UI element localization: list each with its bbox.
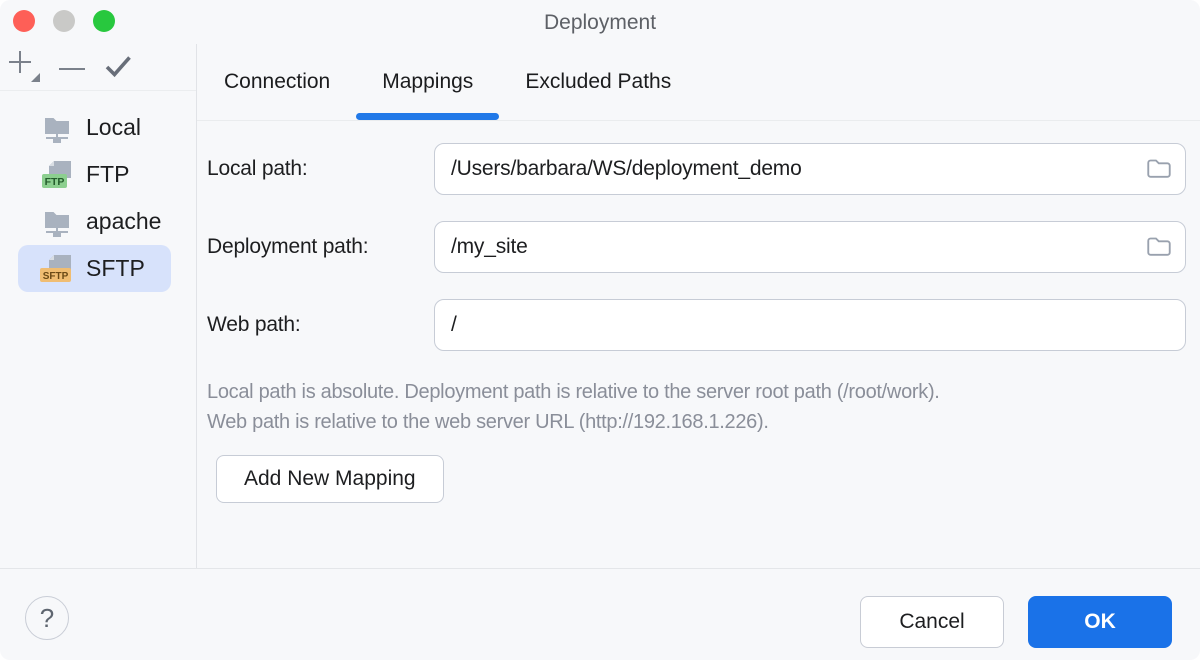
- ftp-file-icon: FTP: [38, 159, 76, 191]
- active-tab-underline: [356, 113, 499, 120]
- server-sidebar: Local FTP FTP: [0, 44, 197, 568]
- remote-folder-icon: [38, 112, 76, 144]
- local-path-label: Local path:: [207, 157, 434, 181]
- tab-excluded-paths[interactable]: Excluded Paths: [499, 44, 697, 120]
- sidebar-toolbar: [0, 44, 196, 91]
- server-item-local[interactable]: Local: [18, 104, 171, 151]
- server-item-apache[interactable]: apache: [18, 198, 171, 245]
- deployment-path-row: Deployment path:: [207, 221, 1186, 273]
- help-line-1: Local path is absolute. Deployment path …: [207, 377, 1186, 407]
- ok-button[interactable]: OK: [1028, 596, 1172, 648]
- dialog-footer: ? Cancel OK: [0, 568, 1200, 660]
- tab-label: Connection: [224, 70, 330, 94]
- main-panel: Connection Mappings Excluded Paths Local…: [197, 44, 1200, 568]
- svg-text:FTP: FTP: [45, 176, 65, 188]
- cancel-button[interactable]: Cancel: [860, 596, 1004, 648]
- checkmark-icon: [103, 51, 133, 84]
- help-button[interactable]: ?: [25, 596, 69, 640]
- local-path-row: Local path:: [207, 143, 1186, 195]
- mapping-help-text: Local path is absolute. Deployment path …: [207, 377, 1186, 437]
- footer-buttons: Cancel OK: [860, 596, 1172, 648]
- apply-button[interactable]: [103, 51, 133, 84]
- browse-deployment-path-button[interactable]: [1145, 234, 1173, 261]
- window-title: Deployment: [0, 0, 1200, 46]
- minus-icon: [59, 60, 85, 75]
- server-item-ftp[interactable]: FTP FTP: [18, 151, 171, 198]
- server-item-sftp[interactable]: SFTP SFTP: [18, 245, 171, 292]
- remote-folder-icon: [38, 206, 76, 238]
- tab-label: Excluded Paths: [525, 70, 671, 94]
- tab-bar: Connection Mappings Excluded Paths: [197, 44, 1200, 121]
- add-new-mapping-button[interactable]: Add New Mapping: [216, 455, 444, 503]
- server-item-label: apache: [86, 208, 161, 235]
- sftp-file-icon: SFTP: [38, 253, 76, 285]
- remove-server-button[interactable]: [59, 60, 85, 75]
- deployment-path-input[interactable]: [434, 221, 1186, 273]
- web-path-input[interactable]: [434, 299, 1186, 351]
- help-line-2: Web path is relative to the web server U…: [207, 407, 1186, 437]
- add-server-button[interactable]: [7, 49, 41, 86]
- tab-mappings[interactable]: Mappings: [356, 44, 499, 120]
- web-path-row: Web path:: [207, 299, 1186, 351]
- tab-connection[interactable]: Connection: [198, 44, 356, 120]
- mappings-form: Local path: Deployment path:: [197, 121, 1200, 503]
- browse-local-path-button[interactable]: [1145, 156, 1173, 183]
- titlebar: Deployment: [0, 0, 1200, 44]
- folder-icon: [1145, 234, 1173, 261]
- close-button[interactable]: [13, 10, 35, 32]
- zoom-button[interactable]: [93, 10, 115, 32]
- svg-text:SFTP: SFTP: [43, 271, 69, 282]
- local-path-input[interactable]: [434, 143, 1186, 195]
- server-item-label: FTP: [86, 161, 129, 188]
- minimize-button: [53, 10, 75, 32]
- plus-dropdown-icon: [7, 49, 41, 86]
- traffic-lights: [13, 10, 115, 32]
- deployment-path-label: Deployment path:: [207, 235, 434, 259]
- tab-label: Mappings: [382, 70, 473, 94]
- folder-icon: [1145, 156, 1173, 183]
- server-list: Local FTP FTP: [0, 91, 196, 292]
- server-item-label: SFTP: [86, 255, 145, 282]
- web-path-label: Web path:: [207, 313, 434, 337]
- server-item-label: Local: [86, 114, 141, 141]
